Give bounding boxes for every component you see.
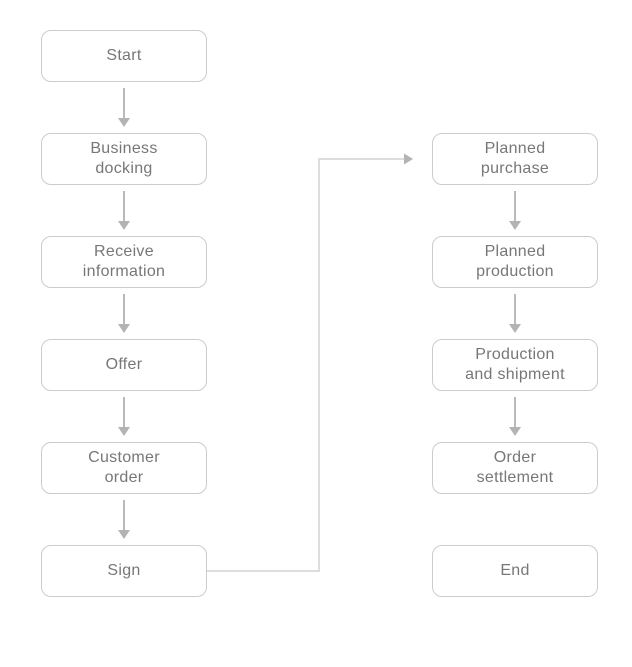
node-label: Business docking bbox=[90, 140, 158, 177]
arrow-down-icon bbox=[118, 500, 130, 539]
arrow-right-icon bbox=[404, 153, 413, 165]
node-order-settlement: Order settlement bbox=[432, 442, 598, 494]
node-label: Order settlement bbox=[476, 449, 554, 486]
arrow-down-icon bbox=[118, 191, 130, 230]
node-label: Production and shipment bbox=[465, 346, 565, 383]
node-planned-purchase: Planned purchase bbox=[432, 133, 598, 185]
arrow-down-icon bbox=[509, 294, 521, 333]
node-receive-information: Receive information bbox=[41, 236, 207, 288]
arrow-down-icon bbox=[118, 294, 130, 333]
node-planned-production: Planned production bbox=[432, 236, 598, 288]
node-customer-order: Customer order bbox=[41, 442, 207, 494]
arrow-down-icon bbox=[118, 397, 130, 436]
node-label: Planned purchase bbox=[480, 140, 550, 177]
node-label: Receive information bbox=[82, 243, 166, 280]
node-start: Start bbox=[41, 30, 207, 82]
node-label: Customer order bbox=[88, 449, 160, 486]
node-label: Offer bbox=[105, 356, 143, 373]
node-label: Planned production bbox=[476, 243, 554, 280]
node-offer: Offer bbox=[41, 339, 207, 391]
node-sign: Sign bbox=[41, 545, 207, 597]
arrow-down-icon bbox=[509, 191, 521, 230]
connector-line bbox=[207, 158, 404, 572]
node-business-docking: Business docking bbox=[41, 133, 207, 185]
node-production-and-shipment: Production and shipment bbox=[432, 339, 598, 391]
node-label: Start bbox=[106, 47, 142, 64]
arrow-down-icon bbox=[509, 397, 521, 436]
node-label: End bbox=[500, 562, 530, 579]
node-end: End bbox=[432, 545, 598, 597]
arrow-down-icon bbox=[118, 88, 130, 127]
node-label: Sign bbox=[107, 562, 141, 579]
